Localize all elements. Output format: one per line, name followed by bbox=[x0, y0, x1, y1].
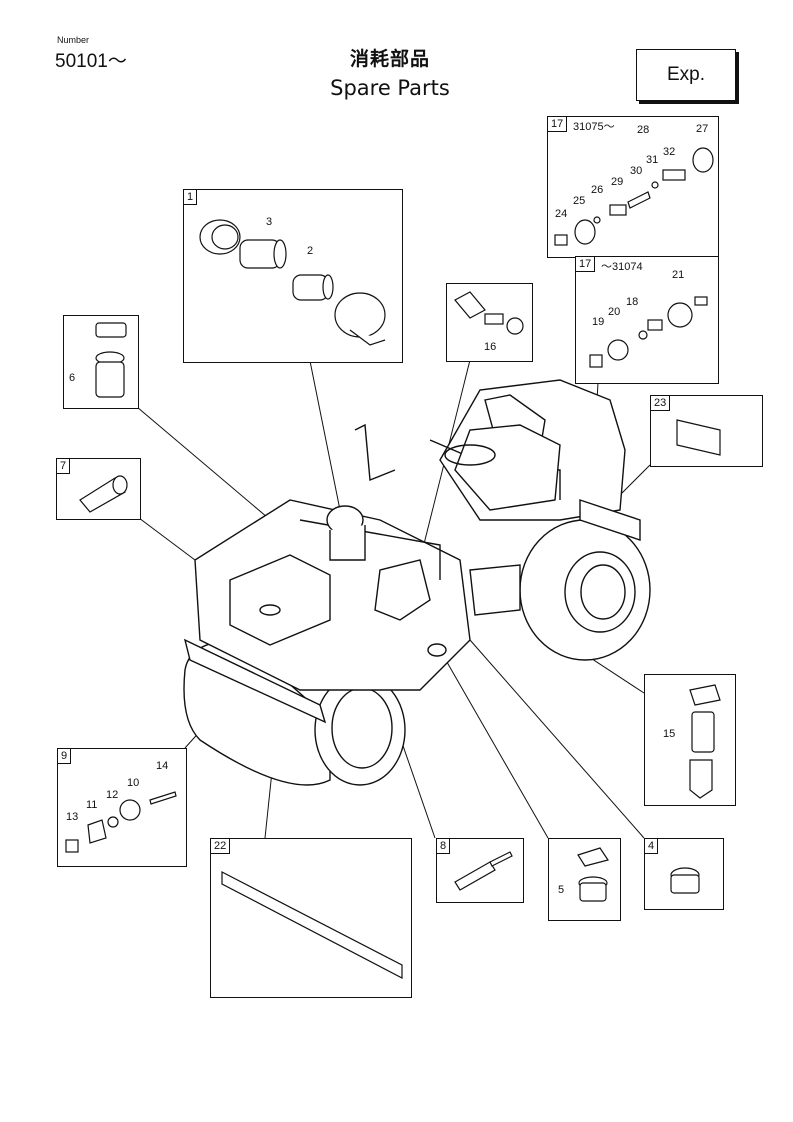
part-number: 2 bbox=[307, 245, 314, 257]
part-box-23: 23 bbox=[650, 395, 763, 467]
part-box-4: 4 bbox=[644, 838, 724, 910]
serial-range-note: 31075～ bbox=[573, 121, 615, 133]
part-number: 16 bbox=[484, 341, 497, 353]
roller-body bbox=[183, 379, 651, 786]
part-number: 31 bbox=[646, 154, 659, 166]
part-box-17-later: 17 31075～ 28 27 30 31 32 29 26 25 24 bbox=[547, 116, 719, 258]
part-number: 5 bbox=[558, 884, 565, 896]
part-box-22: 22 bbox=[210, 838, 412, 998]
part-box-tag: 23 bbox=[651, 396, 671, 411]
document-number: 50101～ bbox=[55, 51, 127, 72]
part-box-17-earlier: 17 ～31074 21 18 20 19 bbox=[575, 256, 719, 384]
part-box-tag: 17 bbox=[548, 117, 568, 132]
part-box-tag: 4 bbox=[645, 839, 659, 854]
part-box-8: 8 bbox=[436, 838, 524, 903]
page-title-en: Spare Parts bbox=[330, 76, 450, 100]
part-number: 6 bbox=[69, 372, 76, 384]
part-box-tag: 8 bbox=[437, 839, 451, 854]
part-box-9: 9 14 10 12 11 13 bbox=[57, 748, 187, 867]
part-number: 11 bbox=[86, 799, 98, 811]
part-number: 30 bbox=[630, 165, 643, 177]
part-box-5: 5 bbox=[548, 838, 621, 921]
part-number: 21 bbox=[672, 269, 685, 281]
part-number: 26 bbox=[591, 184, 604, 196]
part-box-tag: 17 bbox=[576, 257, 596, 272]
part-box-1: 1 3 2 bbox=[183, 189, 403, 363]
part-number: 19 bbox=[592, 316, 605, 328]
part-box-15: 15 bbox=[644, 674, 736, 806]
part-number: 12 bbox=[106, 789, 119, 801]
part-number: 27 bbox=[696, 123, 709, 135]
exp-label-box: Exp. bbox=[636, 49, 736, 101]
part-box-16: 16 bbox=[446, 283, 533, 362]
part-number: 28 bbox=[637, 124, 650, 136]
part-number: 32 bbox=[663, 146, 676, 158]
part-box-tag: 22 bbox=[211, 839, 231, 854]
part-number: 20 bbox=[608, 306, 621, 318]
part-number: 13 bbox=[66, 811, 79, 823]
part-box-tag: 1 bbox=[184, 190, 198, 205]
part-number: 24 bbox=[555, 208, 568, 220]
serial-range-note: ～31074 bbox=[601, 261, 643, 273]
part-box-tag: 7 bbox=[57, 459, 71, 474]
part-box-tag: 9 bbox=[58, 749, 72, 764]
part-number: 25 bbox=[573, 195, 586, 207]
part-number: 18 bbox=[626, 296, 639, 308]
part-number: 15 bbox=[663, 728, 676, 740]
number-label: Number bbox=[57, 35, 90, 45]
exp-label: Exp. bbox=[666, 64, 706, 85]
part-number: 29 bbox=[611, 176, 624, 188]
part-box-7: 7 bbox=[56, 458, 141, 520]
part-box-6: 6 bbox=[63, 315, 139, 409]
part-number: 14 bbox=[156, 760, 169, 772]
part-number: 10 bbox=[127, 777, 140, 789]
page-title-jp: 消耗部品 bbox=[349, 48, 430, 70]
part-number: 3 bbox=[266, 216, 273, 228]
